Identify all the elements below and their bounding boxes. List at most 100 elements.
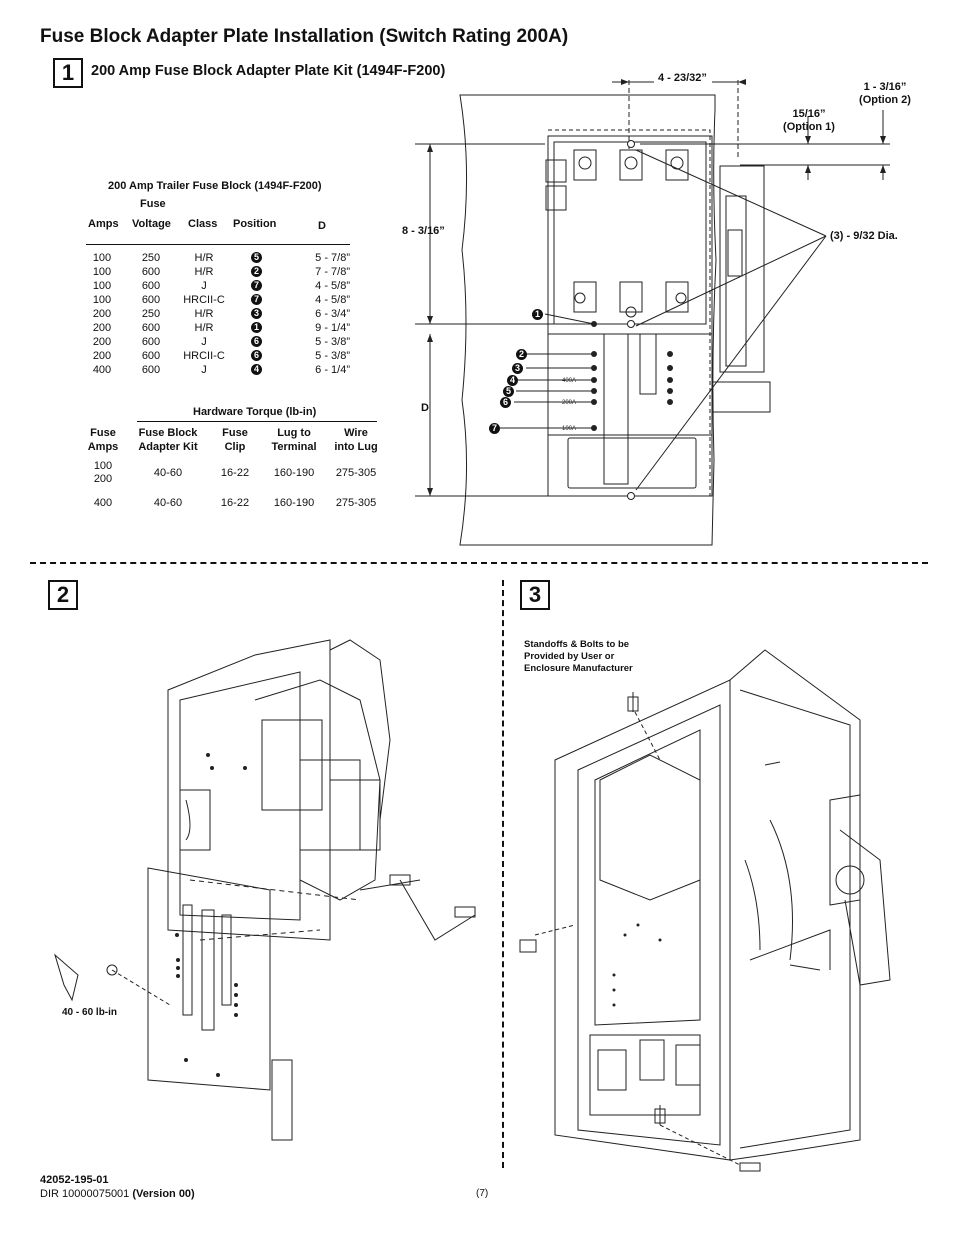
fuse-cell-class: H/R — [194, 308, 214, 320]
torque-header-kit-2: Adapter Kit — [138, 441, 198, 453]
torque-header-wire-2: into Lug — [334, 441, 378, 453]
callout-position-4: 4 — [507, 375, 518, 386]
dir-line: DIR 10000075001 (Version 00) — [40, 1188, 195, 1200]
standoffs-note-line-3: Enclosure Manufacturer — [524, 663, 633, 674]
callout-position-3: 3 — [512, 363, 523, 374]
lower-bracket — [567, 437, 697, 489]
fuse-cell-voltage: 600 — [141, 350, 161, 362]
dir-number: DIR 10000075001 — [40, 1188, 133, 1200]
version-label: (Version 00) — [132, 1188, 195, 1200]
fuse-header-voltage: Voltage — [132, 218, 171, 230]
fuse-cell-voltage: 600 — [141, 364, 161, 376]
standoffs-note-line-2: Provided by User or — [524, 651, 615, 662]
fuse-cell-class: J — [201, 280, 207, 292]
fuse-cell-position-badge: 4 — [251, 364, 262, 375]
torque-row1-amps-a: 100 — [93, 460, 113, 472]
fuse-cell-amps: 400 — [92, 364, 112, 376]
fuse-cell-class: H/R — [194, 266, 214, 278]
fuse-cell-amps: 100 — [92, 294, 112, 306]
enclosure-outline — [459, 94, 717, 546]
plate-mark-400a: 400A — [562, 378, 576, 384]
torque-row1-wire: 275-305 — [335, 467, 377, 479]
fuse-table-row: 200 250 H/R 3 6 - 3/4” — [86, 307, 350, 321]
dim-height: 8 - 3/16” — [402, 225, 445, 237]
fuse-cell-amps: 100 — [92, 280, 112, 292]
fuse-cell-position-badge: 1 — [251, 322, 262, 333]
callout-position-1: 1 — [532, 309, 543, 320]
torque-row2-amps: 400 — [93, 497, 113, 509]
fuse-table-caption: 200 Amp Trailer Fuse Block (1494F-F200) — [108, 180, 322, 192]
plate-mark-200a: 200A — [562, 400, 576, 406]
fuse-cell-class: J — [201, 364, 207, 376]
fuse-cell-position-badge: 7 — [251, 280, 262, 291]
torque-header-wire-1: Wire — [344, 427, 368, 439]
torque-row1-clip: 16-22 — [220, 467, 250, 479]
callout-position-2: 2 — [516, 349, 527, 360]
fuse-cell-amps: 100 — [92, 252, 112, 264]
fuse-cell-position-badge: 7 — [251, 294, 262, 305]
fuse-cell-class: H/R — [194, 322, 214, 334]
dim-top-width: 4 - 23/32” — [658, 72, 707, 84]
fuse-cell-voltage: 600 — [141, 280, 161, 292]
page-number: (7) — [476, 1188, 489, 1199]
fuse-cell-d: 4 - 5/8” — [315, 294, 350, 306]
torque-row2-lug: 160-190 — [273, 497, 315, 509]
fuse-cell-amps: 200 — [92, 308, 112, 320]
section-1-heading: 200 Amp Fuse Block Adapter Plate Kit (14… — [91, 63, 446, 79]
dim-holes: (3) - 9/32 Dia. — [830, 230, 898, 242]
fuse-cell-amps: 200 — [92, 322, 112, 334]
fuse-cell-class: HRCII-C — [183, 350, 225, 362]
fuse-cell-amps: 100 — [92, 266, 112, 278]
torque-header-lug-2: Terminal — [271, 441, 317, 453]
fuse-cell-voltage: 600 — [141, 336, 161, 348]
dim-option-2: 1 - 3/16” (Option 2) — [850, 81, 920, 107]
fuse-cell-d: 4 - 5/8” — [315, 280, 350, 292]
fuse-cell-position-badge: 3 — [251, 308, 262, 319]
handle-mechanism — [829, 794, 861, 906]
callout-position-6: 6 — [500, 397, 511, 408]
fuse-cell-d: 6 - 3/4” — [315, 308, 350, 320]
torque-row1-kit: 40-60 — [153, 467, 183, 479]
fuse-cell-position-badge: 2 — [251, 266, 262, 277]
fuse-cell-voltage: 600 — [141, 294, 161, 306]
callout-position-5: 5 — [503, 386, 514, 397]
doc-number: 42052-195-01 — [40, 1174, 109, 1186]
section-divider-vertical — [502, 580, 504, 1168]
torque-header-fuse-amps-1: Fuse — [90, 427, 116, 439]
plate-mark-100a: 100A — [562, 426, 576, 432]
fuse-cell-position-badge: 6 — [251, 336, 262, 347]
torque-row1-lug: 160-190 — [273, 467, 315, 479]
fuse-cell-class: J — [201, 336, 207, 348]
torque-table-caption: Hardware Torque (lb-in) — [193, 406, 317, 418]
torque-header-clip-1: Fuse — [222, 427, 248, 439]
torque-header-clip-2: Clip — [224, 441, 246, 453]
page-title: Fuse Block Adapter Plate Installation (S… — [40, 26, 569, 47]
torque-row2-kit: 40-60 — [153, 497, 183, 509]
enclosure-door-open — [554, 679, 731, 1161]
torque-row2-wire: 275-305 — [335, 497, 377, 509]
standoffs-note-line-1: Standoffs & Bolts to be — [524, 639, 630, 650]
dim-option-1-value: 15/16” — [792, 108, 826, 120]
fuse-cell-d: 7 - 7/8” — [315, 266, 350, 278]
torque-header-fuse-amps-2: Amps — [87, 441, 119, 453]
fuse-cell-voltage: 250 — [141, 308, 161, 320]
torque-note-step2: 40 - 60 lb-in — [62, 1007, 118, 1018]
dim-option-2-value: 1 - 3/16” — [863, 81, 907, 93]
standoffs-note: Standoffs & Bolts to be Provided by User… — [524, 639, 633, 675]
fuse-group-label: Fuse — [140, 198, 166, 210]
step-2-box: 2 — [48, 580, 78, 610]
fuse-cell-voltage: 600 — [141, 322, 161, 334]
fuse-cell-d: 5 - 3/8” — [315, 336, 350, 348]
callout-position-7: 7 — [489, 423, 500, 434]
fuse-header-d: D — [318, 220, 326, 232]
